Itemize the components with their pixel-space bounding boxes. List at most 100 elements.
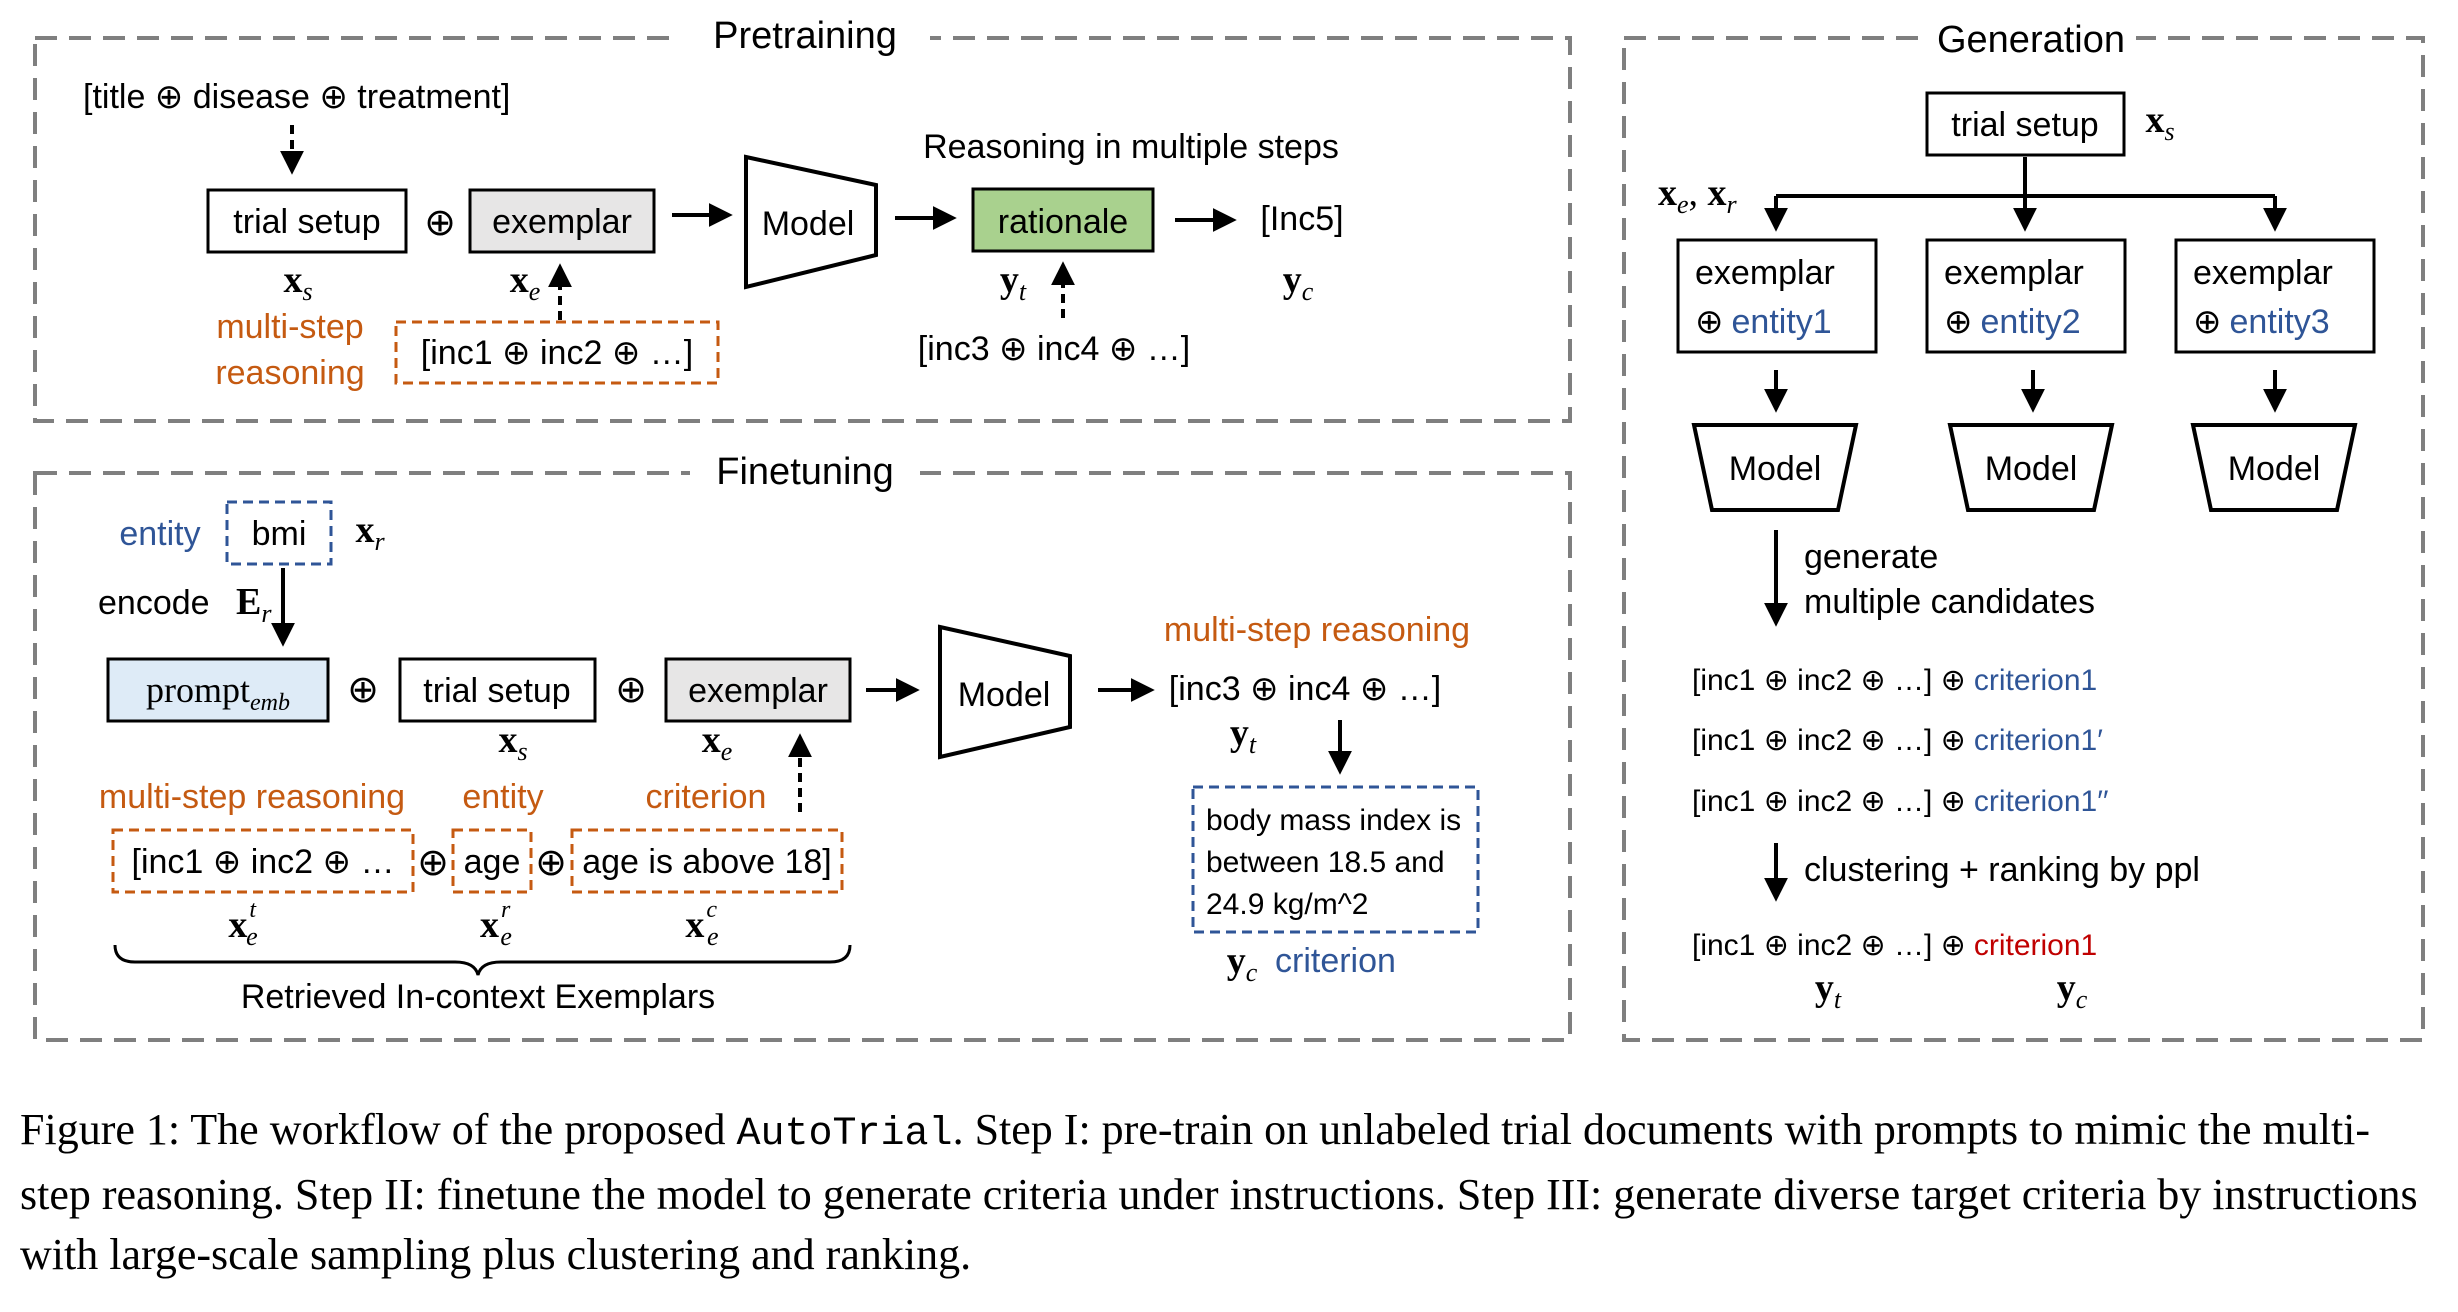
generation-entity2-line: ⊕entity2 [1944,303,2081,341]
caption-system-name: AutoTrial [736,1112,953,1157]
finetuning-xs-symbol: xs [498,719,527,766]
pretraining-trial-setup-box [206,188,408,254]
generation-model-1-label: Model [1729,450,1822,488]
generation-model-shape-2 [1947,423,2115,512]
finetuning-ex-entity-box [451,828,533,894]
finetuning-criterion-label: criterion [646,778,767,816]
finetuning-entity-value: bmi [252,515,307,553]
finetuning-oplus-3: ⊕ [417,842,449,884]
pretraining-yc-symbol: yc [1283,259,1314,306]
pretraining-xe-symbol: xe [510,259,541,306]
generation-cluster-label: clustering + ranking by ppl [1804,851,2200,889]
finetuning-output-line1: body mass index is [1206,804,1461,837]
finetuning-yc-symbol: yc [1227,940,1258,987]
finetuning-Er-symbol: Er [236,581,272,628]
finetuning-exemplar-label: exemplar [688,672,828,710]
generation-panel-border [1622,36,2425,1042]
pretraining-oplus-1: ⊕ [424,202,456,244]
finetuning-entity-box [225,500,333,566]
generation-trial-setup-box [1925,91,2126,157]
pretraining-reasoning-label: Reasoning in multiple steps [923,128,1339,166]
generation-model-2-label: Model [1985,450,2078,488]
generation-exemplar-2-label: exemplar [1944,254,2084,292]
generation-exemplar-1-label: exemplar [1695,254,1835,292]
finetuning-output-box [1191,785,1480,934]
pretraining-trial-setup-label: trial setup [233,203,380,241]
pretraining-model-label: Model [762,205,855,243]
finetuning-trial-setup-box [398,657,597,723]
generation-entity3-line: ⊕entity3 [2193,303,2330,341]
finetuning-bracket-label: Retrieved In-context Exemplars [241,978,715,1016]
finetuning-yt-symbol: yt [1230,712,1257,759]
finetuning-msr-label: multi-step reasoning [1164,611,1470,649]
finetuning-entity-label2: entity [462,778,543,816]
generation-yt-symbol: yt [1815,967,1842,1014]
finetuning-oplus-4: ⊕ [535,842,567,884]
generation-exemplar-box-3 [2174,238,2376,354]
finetuning-ex-criterion: age is above 18] [582,843,832,881]
pretraining-rationale-box [971,187,1155,253]
finetuning-xe-symbol: xe [702,719,733,766]
pretraining-msr-line2: reasoning [215,354,364,392]
generation-panel: Generation trial setup xs xe, xr exempla… [1622,16,2425,1042]
pretraining-inc-chain-b: [inc3 ⊕ inc4 ⊕ …] [918,330,1190,368]
figure-caption: Figure 1: The workflow of the proposed A… [20,1100,2440,1285]
generation-candidate-1: [inc1 ⊕ inc2 ⊕ …] ⊕criterion1 [1692,664,2097,697]
finetuning-prompt-label: promptemb [146,670,290,716]
pretraining-exemplar-label: exemplar [492,203,632,241]
caption-part1: Figure 1: The workflow of the proposed [20,1105,737,1154]
pretraining-inc-chain-a: [inc1 ⊕ inc2 ⊕ …] [421,334,693,372]
generation-xe-xr-symbol: xe, xr [1658,172,1738,219]
finetuning-model-label: Model [958,676,1051,714]
generation-exemplar-3-label: exemplar [2193,254,2333,292]
generation-trial-setup-label: trial setup [1951,106,2098,144]
pretraining-rationale-label: rationale [998,203,1128,241]
finetuning-prompt-box [106,657,330,723]
generation-candidate-3: [inc1 ⊕ inc2 ⊕ …] ⊕criterion1′′ [1692,785,2109,818]
finetuning-msr-label2: multi-step reasoning [99,778,405,816]
generation-model-3-label: Model [2228,450,2321,488]
pretraining-output-inc: [Inc5] [1260,200,1343,238]
generation-final-output: [inc1 ⊕ inc2 ⊕ …] ⊕criterion1 [1692,929,2097,962]
finetuning-oplus-2: ⊕ [615,669,647,711]
finetuning-output-line3: 24.9 kg/m^2 [1206,888,1369,921]
finetuning-encode-label: encode [98,584,210,622]
pretraining-xs-symbol: xs [283,259,312,306]
generation-model-shape-3 [2190,423,2358,512]
finetuning-model-shape [938,624,1072,760]
generation-gen-line2: multiple candidates [1804,583,2095,621]
generation-title: Generation [1937,19,2125,61]
finetuning-ex-chain: [inc1 ⊕ inc2 ⊕ … [132,843,395,881]
generation-entity1-line: ⊕entity1 [1695,303,1832,341]
generation-model-shape-1 [1691,423,1859,512]
finetuning-title: Finetuning [716,451,893,493]
generation-exemplar-box-1 [1676,238,1878,354]
finetuning-ex-entity: age [464,843,521,881]
finetuning-output-line2: between 18.5 and [1206,846,1445,879]
generation-yc-symbol: yc [2057,967,2088,1014]
finetuning-ex-chain-box [111,828,415,894]
finetuning-panel: Finetuning entity bmi xr encode Er promp… [33,450,1572,1042]
pretraining-panel: Pretraining [title ⊕ disease ⊕ treatment… [33,14,1572,423]
pretraining-yt-symbol: yt [1000,259,1027,306]
finetuning-criterion-label2: criterion [1275,942,1396,980]
finetuning-output-chain: [inc3 ⊕ inc4 ⊕ …] [1169,670,1441,708]
pretraining-exemplar-box [468,188,656,254]
finetuning-exemplar-brace [113,944,852,976]
generation-exemplar-box-2 [1925,238,2127,354]
finetuning-oplus-1: ⊕ [347,669,379,711]
finetuning-entity-label: entity [119,515,200,553]
generation-xs-symbol: xs [2145,99,2174,146]
pretraining-msr-line1: multi-step [216,308,363,346]
pretraining-model-shape [744,154,878,290]
caption-part2: . Step I: pre-train on unlabeled trial d… [20,1105,2418,1279]
finetuning-trial-setup-label: trial setup [423,672,570,710]
finetuning-xr-symbol: xr [355,509,385,556]
pretraining-input-concat: [title ⊕ disease ⊕ treatment] [83,78,510,116]
finetuning-exemplar-box [664,657,852,723]
pretraining-inc-chain-box [394,320,720,385]
